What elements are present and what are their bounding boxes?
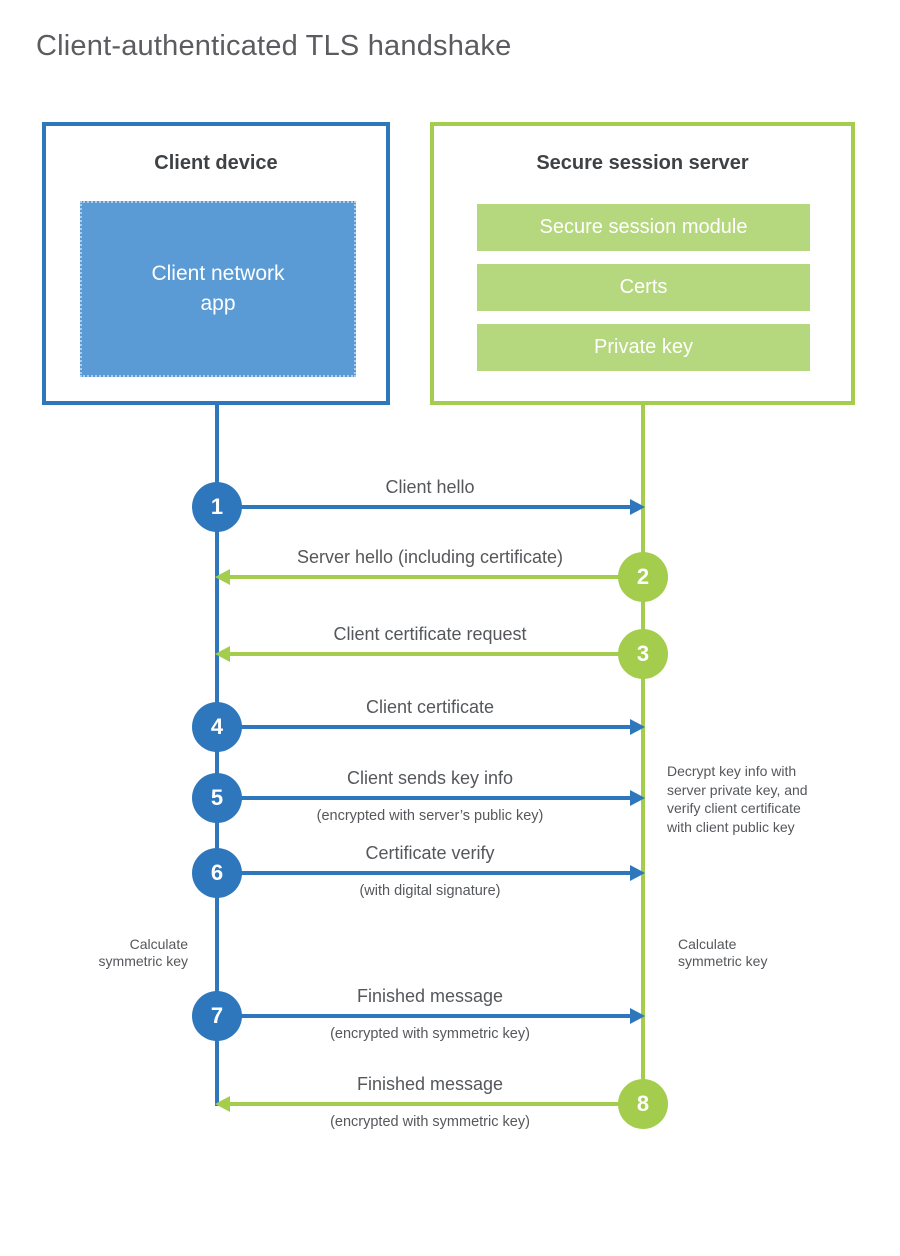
- server-module-certs: Certs: [477, 264, 810, 311]
- message-label: Client hello: [385, 477, 475, 497]
- server-module-secure-session-module: Secure session module: [477, 204, 810, 251]
- server-decrypt-note: Decrypt key info with server private key…: [667, 763, 808, 835]
- arrow-head-icon: [215, 1096, 230, 1112]
- message-arrow-right: [217, 790, 645, 806]
- arrow-shaft: [217, 1014, 631, 1018]
- arrow-head-icon: [630, 790, 645, 806]
- arrow-head-icon: [215, 569, 230, 585]
- message-label: Client certificate: [365, 697, 495, 717]
- arrow-shaft: [229, 575, 643, 579]
- message-sublabel: (encrypted with server’s public key): [316, 808, 544, 824]
- server-lifeline: [641, 405, 645, 1104]
- server-calculate-symmetric-key-note: Calculate symmetric key: [678, 936, 768, 969]
- step-circle-1: 1: [192, 482, 242, 532]
- arrow-shaft: [217, 725, 631, 729]
- message-sublabel: (encrypted with symmetric key): [330, 1026, 530, 1042]
- server-module-private-key: Private key: [477, 324, 810, 371]
- arrow-head-icon: [630, 865, 645, 881]
- arrow-shaft: [217, 796, 631, 800]
- secure-session-server-box: Secure session server Secure session mod…: [430, 122, 855, 405]
- arrow-head-icon: [630, 1008, 645, 1024]
- step-circle-3: 3: [618, 629, 668, 679]
- message-arrow-left: [215, 646, 643, 662]
- client-calculate-symmetric-key-note: Calculate symmetric key: [98, 936, 188, 969]
- arrow-shaft: [229, 1102, 643, 1106]
- message-label: Finished message: [356, 986, 504, 1006]
- message-label: Client certificate request: [333, 624, 527, 644]
- page-title: Client-authenticated TLS handshake: [36, 30, 512, 62]
- arrow-head-icon: [630, 499, 645, 515]
- message-label: Certificate verify: [365, 843, 495, 863]
- message-arrow-left: [215, 569, 643, 585]
- step-circle-6: 6: [192, 848, 242, 898]
- message-label: Server hello (including certificate): [296, 547, 564, 567]
- message-arrow-right: [217, 865, 645, 881]
- client-device-box: Client device Client network app: [42, 122, 390, 405]
- step-circle-8: 8: [618, 1079, 668, 1129]
- step-circle-4: 4: [192, 702, 242, 752]
- step-circle-7: 7: [192, 991, 242, 1041]
- step-circle-2: 2: [618, 552, 668, 602]
- arrow-shaft: [217, 871, 631, 875]
- message-arrow-right: [217, 1008, 645, 1024]
- message-label: Finished message: [356, 1074, 504, 1094]
- client-lifeline: [215, 405, 219, 1106]
- message-sublabel: (encrypted with symmetric key): [330, 1114, 530, 1130]
- arrow-head-icon: [630, 719, 645, 735]
- message-sublabel: (with digital signature): [359, 883, 501, 899]
- arrow-shaft: [217, 505, 631, 509]
- arrow-shaft: [229, 652, 643, 656]
- arrow-head-icon: [215, 646, 230, 662]
- step-circle-5: 5: [192, 773, 242, 823]
- message-label: Client sends key info: [346, 768, 514, 788]
- client-network-app-box: Client network app: [80, 201, 356, 377]
- secure-session-server-title: Secure session server: [536, 152, 749, 174]
- message-arrow-left: [215, 1096, 643, 1112]
- message-arrow-right: [217, 719, 645, 735]
- message-arrow-right: [217, 499, 645, 515]
- client-device-title: Client device: [154, 152, 278, 174]
